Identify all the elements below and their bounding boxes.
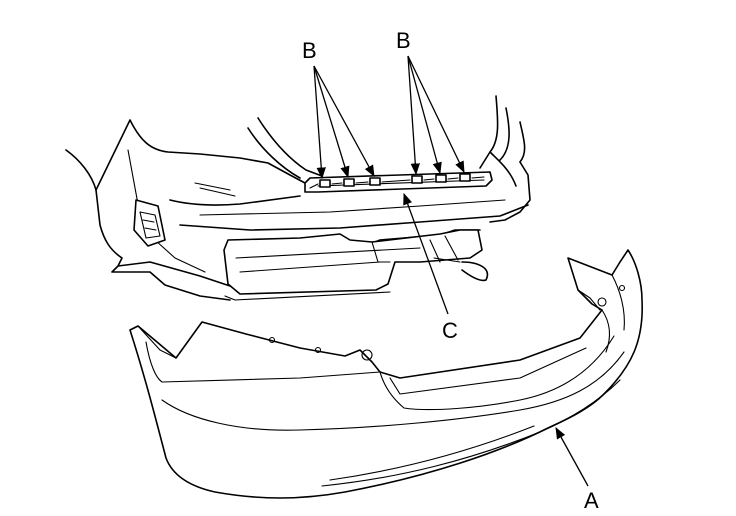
callout-b-left: B <box>302 38 317 63</box>
callout-b-right: B <box>396 28 411 53</box>
vehicle-rear-body <box>65 95 531 301</box>
callout-c: C <box>442 318 458 343</box>
rear-bumper-cover <box>129 249 643 499</box>
callout-a: A <box>584 488 599 513</box>
bumper-clips <box>309 173 485 189</box>
leader-lines <box>313 55 589 487</box>
